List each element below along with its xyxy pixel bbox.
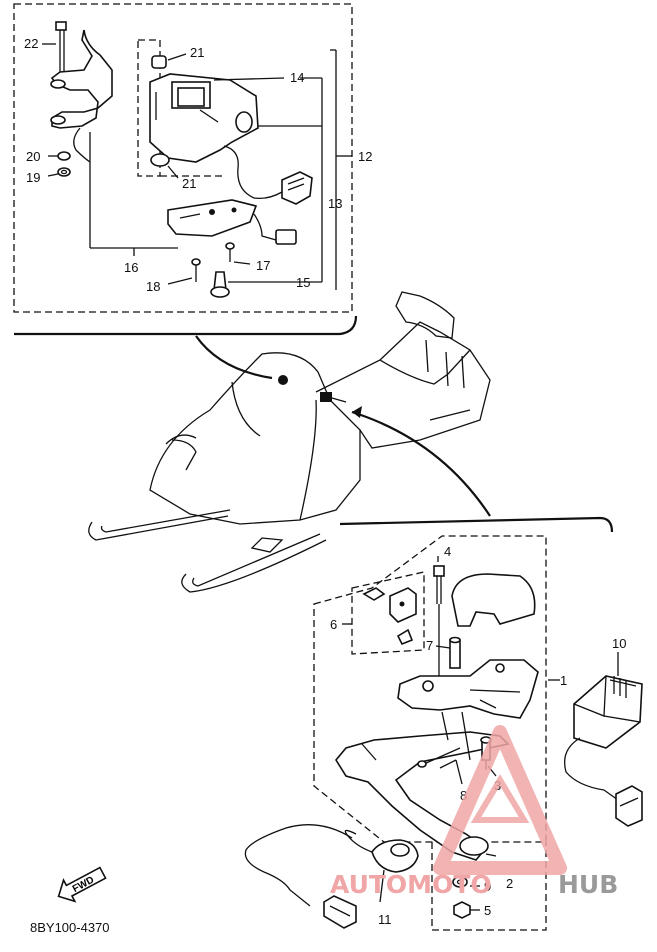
diagram-code: 8BY100-4370 bbox=[30, 920, 110, 935]
callout-15: 15 bbox=[296, 275, 310, 290]
control-module-10 bbox=[563, 675, 643, 827]
switch-body-14 bbox=[149, 73, 259, 163]
throttle-location-marker bbox=[320, 392, 332, 402]
lever-cover bbox=[451, 573, 536, 627]
kit-6 bbox=[362, 587, 417, 646]
callout-14: 14 bbox=[290, 70, 304, 85]
watermark-brand: AUTOMOTO bbox=[330, 870, 492, 899]
screw-8 bbox=[417, 747, 461, 768]
screw-17 bbox=[225, 242, 235, 262]
callout-10: 10 bbox=[612, 636, 626, 651]
callout-8: 8 bbox=[460, 788, 467, 803]
callout-6: 6 bbox=[330, 617, 337, 632]
callout-22: 22 bbox=[24, 36, 38, 51]
throttle-lever-2 bbox=[335, 731, 510, 861]
callout-21-lower: 21 bbox=[182, 176, 196, 191]
lower-leader-lines bbox=[342, 556, 619, 911]
callout-21-upper: 21 bbox=[190, 45, 204, 60]
callout-12: 12 bbox=[358, 149, 372, 164]
watermark-brand-suffix: HUB bbox=[558, 870, 618, 899]
grommet-21-lower bbox=[150, 153, 170, 167]
callout-13: 13 bbox=[328, 196, 342, 211]
callout-18: 18 bbox=[146, 279, 160, 294]
watermark-logo bbox=[433, 725, 567, 875]
callout-17: 17 bbox=[256, 258, 270, 273]
snowmobile-outline bbox=[88, 291, 491, 593]
switch-location-marker bbox=[278, 375, 288, 385]
collar-7 bbox=[449, 636, 461, 669]
callout-2: 2 bbox=[506, 876, 513, 891]
lever-housing-1 bbox=[397, 659, 539, 719]
washer-20 bbox=[57, 151, 71, 161]
callout-19: 19 bbox=[26, 170, 40, 185]
callout-20: 20 bbox=[26, 149, 40, 164]
washer-9 bbox=[452, 876, 468, 888]
callout-5: 5 bbox=[484, 903, 491, 918]
fwd-arrow: FWD bbox=[57, 866, 107, 903]
callout-16: 16 bbox=[124, 260, 138, 275]
screw-18 bbox=[191, 258, 201, 282]
lower-inset: 4 6 7 10 1 8 3 2 9 5 11 bbox=[244, 516, 643, 931]
fwd-label: FWD bbox=[71, 875, 96, 895]
lower-bracket-16 bbox=[167, 199, 297, 245]
top-inset: 22 21 14 12 20 19 21 13 16 17 18 15 bbox=[13, 3, 372, 336]
nut-5 bbox=[453, 901, 471, 919]
switch-wire-harness bbox=[223, 145, 313, 205]
callout-1: 1 bbox=[560, 673, 567, 688]
callout-9: 9 bbox=[484, 879, 491, 894]
callout-7: 7 bbox=[426, 638, 433, 653]
nut-19 bbox=[57, 167, 71, 177]
mounting-bracket bbox=[50, 29, 113, 163]
callout-11: 11 bbox=[378, 912, 392, 927]
screw-15 bbox=[210, 271, 230, 298]
callout-4: 4 bbox=[444, 544, 451, 559]
sensor-11 bbox=[244, 824, 419, 929]
grommet-21-upper bbox=[151, 55, 167, 69]
top-leader-lines bbox=[42, 43, 352, 290]
